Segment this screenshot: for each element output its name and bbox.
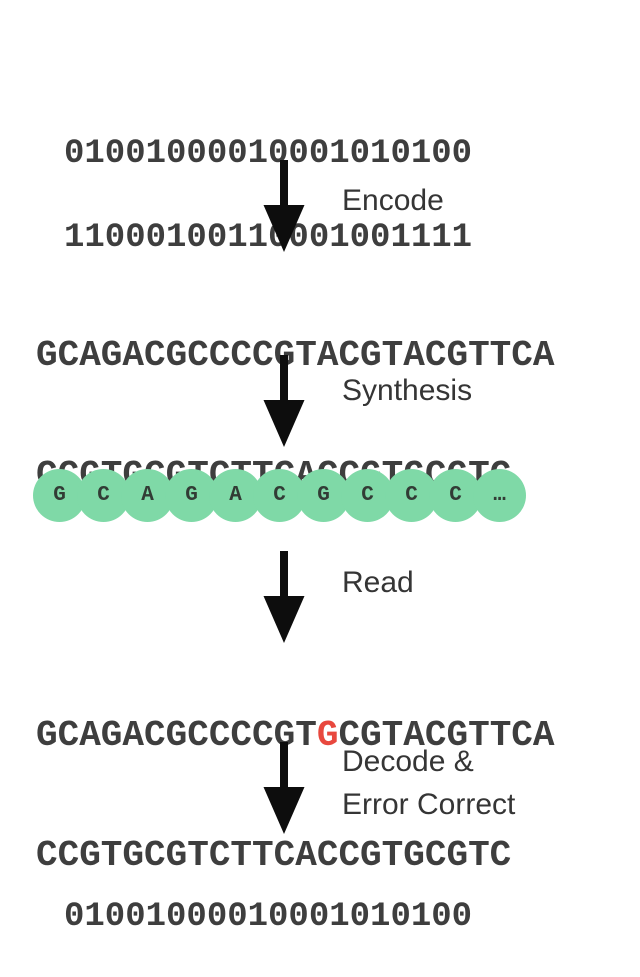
read-dna-line-1: GCAGACGCCCCGTGCGTACGTTCA	[36, 716, 555, 756]
read-dna-block: GCAGACGCCCCGTGCGTACGTTCA CCGTGCGTCTTCACC…	[36, 636, 555, 956]
encoded-dna-line-1: GCAGACGCCCCGTACGTACGTTCA	[36, 335, 555, 376]
encode-label: Encode	[342, 184, 444, 217]
read-dna-line-2: CCGTGCGTCTTCACCGTGCGTC	[36, 835, 512, 876]
error-base: G	[316, 715, 339, 756]
synthesized-strand: G C A G A C G C C C …	[33, 469, 526, 522]
synthesis-arrow-icon	[262, 355, 306, 447]
binary-output-line-1: 01001000010001010100	[64, 898, 473, 936]
encode-arrow-icon	[262, 160, 306, 252]
decode-label: Decode & Error Correct	[342, 740, 515, 826]
synthesis-label: Synthesis	[342, 374, 473, 407]
binary-input-block: 01001000010001010100 1100010011000100111…	[64, 84, 472, 308]
read-dna-after-error: CGTACGTTCA	[338, 715, 555, 756]
read-arrow-icon	[262, 551, 306, 643]
binary-output-block: 01001000010001010100 1100010011000100111…	[64, 847, 472, 977]
read-label: Read	[342, 566, 414, 599]
decode-label-line-1: Decode &	[342, 745, 474, 778]
read-dna-before-error: GCAGACGCCCCGT	[36, 715, 317, 756]
ellipsis-bead: …	[473, 469, 526, 522]
binary-input-line-1: 01001000010001010100	[64, 135, 473, 173]
nucleotide-bead: G	[297, 469, 350, 522]
decode-label-line-2: Error Correct	[342, 788, 516, 821]
decode-arrow-icon	[262, 742, 306, 834]
binary-input-line-2: 11000100110001001111	[64, 219, 473, 257]
